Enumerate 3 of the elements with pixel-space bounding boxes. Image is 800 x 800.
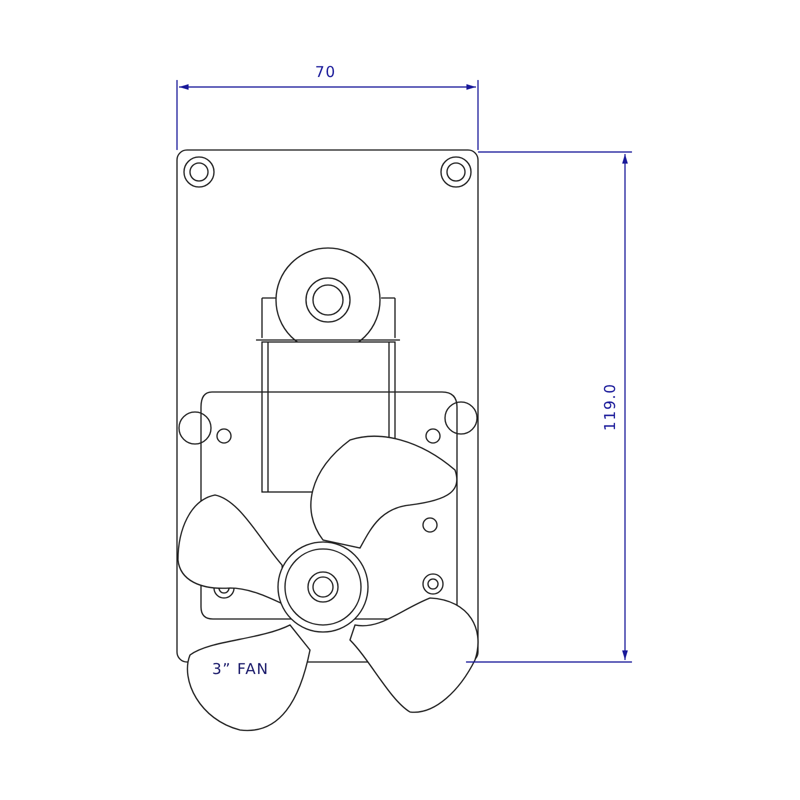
dimension-label: 119.0 [600, 383, 619, 431]
fan-size-label: 3” FAN [212, 660, 269, 678]
dimension-label: 70 [315, 63, 336, 81]
